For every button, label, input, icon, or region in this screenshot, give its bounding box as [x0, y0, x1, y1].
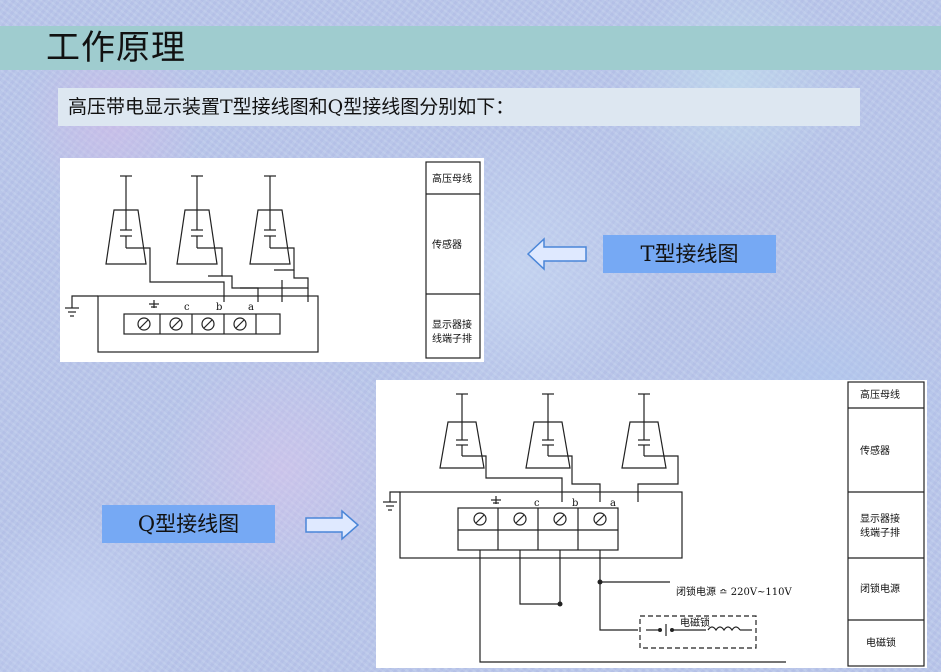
- q-terminal-a: a: [610, 498, 616, 509]
- left-arrow-icon: [526, 237, 587, 271]
- q-em-lock-label: 电磁锁: [680, 616, 710, 629]
- t-sensor-3: [240, 175, 309, 302]
- q-sensor-3: [621, 393, 679, 502]
- q-legend-lock-power: 闭锁电源: [860, 582, 900, 595]
- t-legend-busbar: 高压母线: [432, 172, 472, 185]
- q-legend-sensor: 传感器: [860, 444, 890, 457]
- t-sensor-1: [105, 175, 225, 302]
- q-legend-terminal-2: 线端子排: [860, 526, 900, 539]
- t-terminal-a: a: [248, 302, 254, 313]
- q-type-label: Q型接线图: [102, 505, 275, 543]
- title-bar: 工作原理: [0, 26, 941, 70]
- t-sensor-2: [176, 175, 259, 302]
- right-arrow-icon: [305, 509, 360, 541]
- q-type-diagram: c b a 闭锁电源 ≏ 220V~110V 电磁锁 高压母线 传感器 显示器接…: [376, 380, 927, 668]
- subtitle-text: 高压带电显示装置T型接线图和Q型接线图分别如下：: [68, 96, 515, 118]
- t-terminal-b: b: [216, 302, 222, 313]
- t-terminal-c: c: [184, 302, 190, 313]
- page-title: 工作原理: [46, 28, 186, 68]
- q-lock-power-label: 闭锁电源 ≏ 220V~110V: [676, 585, 793, 598]
- q-terminal-b: b: [572, 498, 578, 509]
- q-terminal-c: c: [534, 498, 540, 509]
- t-legend-terminal-1: 显示器接: [432, 318, 472, 331]
- q-legend-terminal-1: 显示器接: [860, 512, 900, 525]
- t-type-diagram: c b a 高压母线 传感器 显示器接 线端子排: [60, 158, 484, 362]
- q-legend-em-lock: 电磁锁: [866, 636, 896, 649]
- subtitle-box: 高压带电显示装置T型接线图和Q型接线图分别如下：: [58, 88, 860, 126]
- q-type-diagram-svg: c b a 闭锁电源 ≏ 220V~110V 电磁锁 高压母线 传感器 显示器接…: [383, 381, 925, 667]
- t-legend-terminal-2: 线端子排: [432, 332, 472, 345]
- t-type-label: T型接线图: [603, 235, 776, 273]
- q-sensor-1: [439, 393, 563, 502]
- q-legend-busbar: 高压母线: [860, 388, 900, 401]
- t-legend-sensor: 传感器: [432, 238, 462, 251]
- q-sensor-2: [525, 393, 601, 502]
- t-type-diagram-svg: c b a 高压母线 传感器 显示器接 线端子排: [65, 161, 481, 359]
